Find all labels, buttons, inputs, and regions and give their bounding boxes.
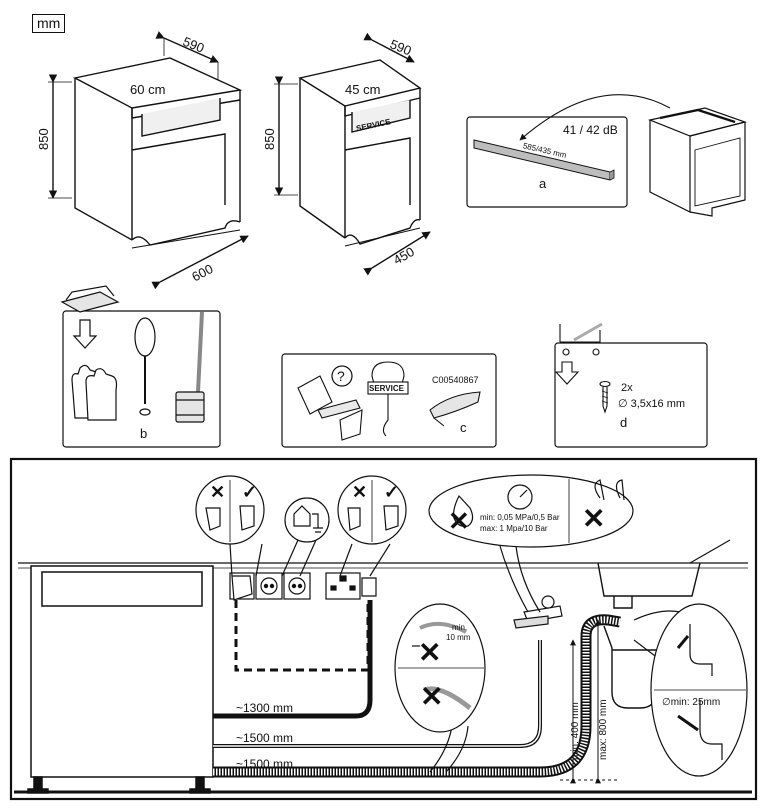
noise-strip-panel bbox=[466, 94, 671, 208]
question-icon bbox=[331, 365, 353, 387]
dishwasher-front bbox=[27, 565, 214, 794]
water-drop-icon bbox=[452, 494, 474, 527]
siphon-callout bbox=[633, 603, 748, 777]
cable-length: ~1300 mm bbox=[236, 701, 293, 715]
dishwasher-60-depth: 590 bbox=[181, 34, 207, 56]
screw-count: 2x bbox=[621, 382, 633, 394]
power-cable bbox=[213, 600, 373, 719]
inlet-hose-length: ~1500 mm bbox=[236, 731, 293, 745]
dishwasher-60-height: 850 bbox=[36, 128, 51, 150]
panel-d-letter: d bbox=[620, 415, 627, 430]
plug-right-ok: ✓ bbox=[384, 482, 399, 502]
gloves-icon bbox=[71, 364, 118, 421]
plug-left-wrong: ✕ bbox=[210, 482, 225, 502]
hose-no: ✕ bbox=[582, 503, 605, 534]
hose-bend-callout bbox=[394, 603, 486, 773]
service-tag-icon bbox=[367, 361, 409, 437]
plug-left-ok: ✓ bbox=[242, 482, 257, 502]
bend-min-value: 10 mm bbox=[446, 633, 471, 642]
pressure-max: max: 1 Mpa/10 Bar bbox=[480, 524, 548, 533]
water-pressure-callout bbox=[428, 474, 634, 613]
plug-right-wrong: ✕ bbox=[352, 482, 367, 502]
bend-no-2: ✕ bbox=[420, 681, 443, 712]
screws-panel bbox=[554, 322, 708, 448]
pressure-min: min: 0,05 MPa/0,5 Bar bbox=[480, 513, 560, 522]
drain-height-dimension bbox=[560, 619, 618, 784]
panel-b-letter: b bbox=[140, 426, 147, 441]
dishwasher-60-width-label: 60 cm bbox=[130, 82, 165, 97]
panel-a-letter: a bbox=[539, 176, 547, 191]
document-code: C00540867 bbox=[432, 375, 479, 385]
dishwasher-45-depth: 590 bbox=[388, 36, 414, 58]
tools-panel bbox=[60, 285, 221, 448]
bend-min-label: min. bbox=[452, 623, 467, 632]
tape-icon bbox=[175, 311, 205, 423]
box-down-arrow-icon bbox=[60, 285, 120, 349]
earth-callout bbox=[281, 497, 330, 577]
bend-no-1: ✕ bbox=[418, 637, 441, 668]
strip-tag-icon bbox=[429, 391, 481, 427]
service-label: SERVICE bbox=[369, 384, 405, 393]
drain-min-height: min: 400 mm bbox=[570, 702, 581, 760]
panel-c-letter: c bbox=[460, 420, 467, 435]
question-mark: ? bbox=[337, 368, 345, 384]
curved-arrow bbox=[519, 94, 671, 141]
tray-icon bbox=[554, 322, 603, 385]
built-in-dishwasher bbox=[647, 107, 748, 217]
unit-label: mm bbox=[32, 14, 66, 33]
screw-size: ∅ 3,5x16 mm bbox=[618, 398, 685, 410]
plug-callout-left bbox=[195, 475, 265, 577]
dishwasher-45cm bbox=[274, 32, 431, 276]
dishwasher-60cm bbox=[48, 31, 249, 290]
water-tap-icon bbox=[513, 595, 563, 629]
screw-icon bbox=[599, 380, 611, 414]
dishwasher-45-width-label: 45 cm bbox=[345, 82, 380, 97]
screwdriver-icon bbox=[134, 317, 156, 416]
drop-no: ✕ bbox=[448, 506, 470, 536]
plug-callout-right bbox=[337, 475, 407, 577]
documents-panel bbox=[281, 353, 497, 448]
manual-booklet-icon bbox=[297, 375, 363, 441]
siphon-diameter: ∅min: 25mm bbox=[662, 697, 720, 708]
sockets-row bbox=[229, 572, 377, 601]
inlet-hose bbox=[213, 640, 542, 748]
dishwasher-45-height: 850 bbox=[262, 128, 277, 150]
drain-max-height: max: 800 mm bbox=[598, 699, 609, 760]
dishwasher-45-width: 450 bbox=[391, 244, 417, 268]
noise-level: 41 / 42 dB bbox=[563, 123, 618, 137]
drain-hose-length: ~1500 mm bbox=[236, 757, 293, 771]
